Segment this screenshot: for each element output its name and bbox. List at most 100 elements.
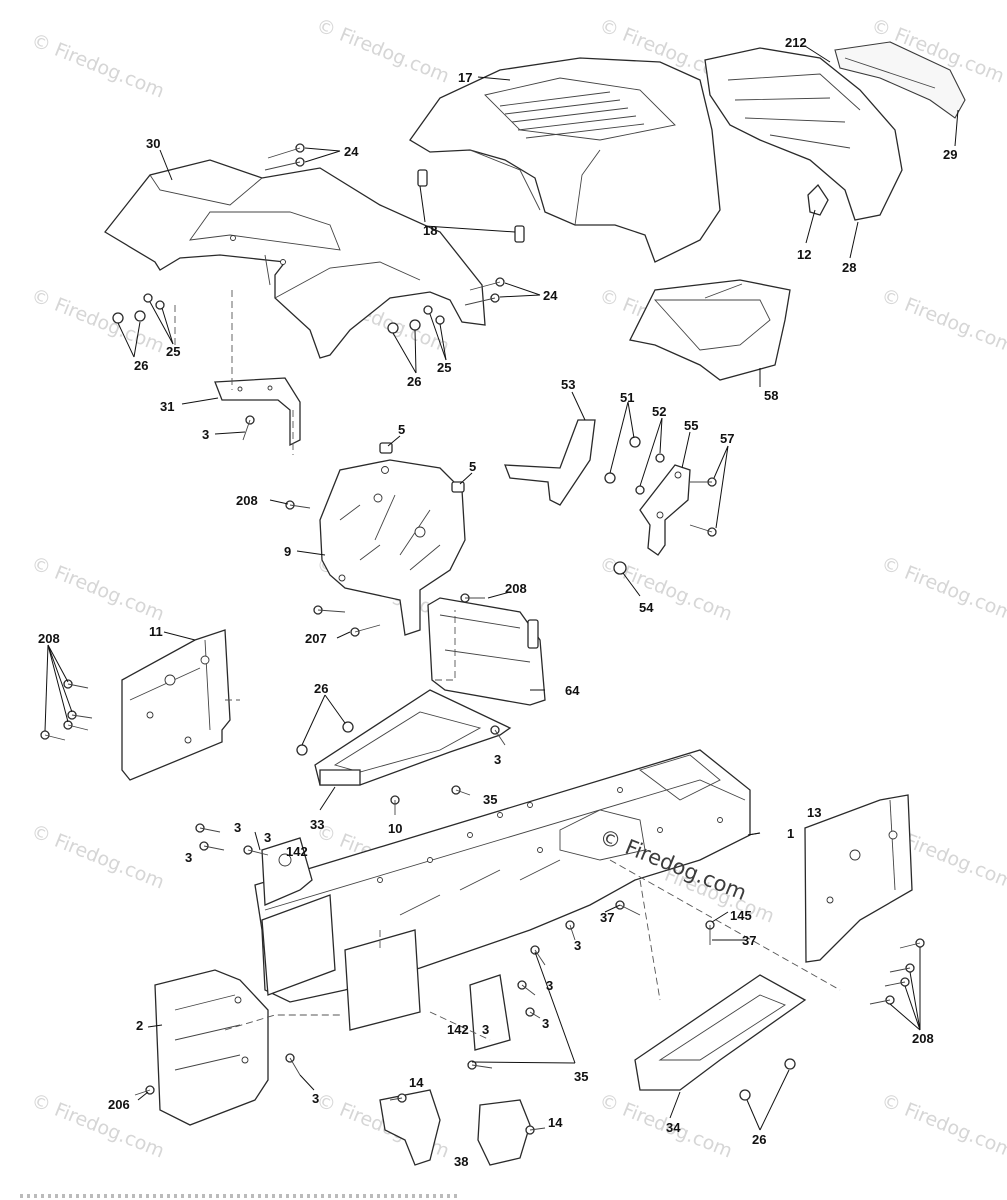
callout-208: 208	[505, 581, 527, 596]
bolt-icon	[242, 415, 255, 441]
bolt-icon	[469, 277, 505, 291]
callout-37: 37	[742, 933, 756, 948]
part-dash-panel	[319, 459, 466, 636]
part-bracket-31	[214, 377, 301, 447]
watermark: © Firedog.com	[28, 1089, 167, 1162]
callout-26: 26	[314, 681, 328, 696]
callout-142: 142	[286, 844, 308, 859]
watermark: © Firedog.com	[28, 29, 167, 102]
callout-55: 55	[684, 418, 698, 433]
part-bracket-38	[379, 1089, 531, 1166]
callout-24: 24	[344, 144, 359, 159]
callout-14: 14	[548, 1115, 563, 1130]
callout-26: 26	[407, 374, 421, 389]
part-footrest-34	[634, 974, 807, 1091]
bolt-icon	[264, 157, 305, 171]
callout-57: 57	[720, 431, 734, 446]
bolt-icon	[285, 500, 311, 510]
watermark: © Firedog.com	[28, 552, 167, 625]
bolt-icon	[199, 841, 225, 851]
bolt-icon	[267, 143, 305, 159]
bolt-icon	[525, 1007, 541, 1019]
bolt-icon	[285, 1053, 301, 1076]
callout-12: 12	[797, 247, 811, 262]
bolt-icon	[689, 524, 717, 537]
watermark: © Firedog.com	[878, 284, 1007, 357]
bolt-icon	[690, 477, 717, 487]
leader-lines	[44, 45, 959, 1131]
callout-14: 14	[409, 1075, 424, 1090]
nut-icon	[613, 561, 627, 575]
bolt-icon	[869, 995, 895, 1005]
callout-208: 208	[912, 1031, 934, 1046]
callout-145: 145	[730, 908, 752, 923]
callout-3: 3	[202, 427, 209, 442]
watermark: © Firedog.com	[313, 14, 452, 87]
callout-3: 3	[234, 820, 241, 835]
callout-208: 208	[236, 493, 258, 508]
bolt-icon	[63, 679, 89, 689]
part-footrest-33	[314, 689, 512, 786]
callout-34: 34	[666, 1120, 681, 1135]
nut-icon	[604, 436, 665, 495]
callout-33: 33	[310, 817, 324, 832]
bolt-icon	[390, 795, 400, 815]
bolt-icon	[451, 785, 471, 796]
part-side-panel-11	[121, 629, 231, 781]
alignment-lines	[174, 290, 841, 1041]
callout-17: 17	[458, 70, 472, 85]
hardware	[40, 143, 925, 1135]
callout-3: 3	[494, 752, 501, 767]
bolt-icon	[389, 1093, 407, 1103]
part-lever-55	[639, 464, 691, 556]
callout-24: 24	[543, 288, 558, 303]
footer-dotted-line	[20, 1194, 460, 1198]
part-grille-assembly	[704, 41, 966, 221]
callout-31: 31	[160, 399, 174, 414]
callout-35: 35	[483, 792, 497, 807]
part-hood-bumper	[514, 225, 525, 243]
part-rear-plate-2	[154, 969, 269, 1126]
bolt-icon	[889, 963, 915, 973]
callout-53: 53	[561, 377, 575, 392]
callout-51: 51	[620, 390, 634, 405]
callout-3: 3	[542, 1016, 549, 1031]
callout-5: 5	[469, 459, 476, 474]
watermark: © Firedog.com	[28, 820, 167, 893]
bolt-icon	[615, 900, 641, 916]
callout-64: 64	[565, 683, 580, 698]
bolt-icon	[705, 920, 715, 945]
bolt-icon	[134, 1085, 155, 1096]
callout-3: 3	[574, 938, 581, 953]
callout-2: 2	[136, 1018, 143, 1033]
callout-26: 26	[752, 1132, 766, 1147]
callout-207: 207	[305, 631, 327, 646]
bolt-icon	[460, 593, 485, 603]
part-bracket-142	[261, 837, 313, 906]
callout-29: 29	[943, 147, 957, 162]
callout-labels: 17 212 30 24 29 18 12 28 24 25 26 25 26 …	[38, 35, 957, 1169]
callout-142: 142	[447, 1022, 469, 1037]
callout-5: 5	[398, 422, 405, 437]
callout-3: 3	[546, 978, 553, 993]
bolt-icon	[565, 920, 576, 941]
bolt-icon	[350, 624, 381, 637]
bolt-icon	[490, 725, 506, 746]
part-console-64	[427, 597, 546, 706]
part-plate-53	[504, 419, 596, 506]
bolt-icon	[884, 977, 910, 987]
callout-28: 28	[842, 260, 856, 275]
callout-3: 3	[185, 850, 192, 865]
callout-54: 54	[639, 600, 654, 615]
callout-3: 3	[482, 1022, 489, 1037]
callout-1: 1	[787, 826, 794, 841]
bolt-icon	[63, 720, 89, 731]
part-hood-bumper	[417, 169, 428, 187]
callout-212: 212	[785, 35, 807, 50]
callout-206: 206	[108, 1097, 130, 1112]
watermark: © Firedog.com	[878, 1089, 1007, 1162]
callout-35: 35	[574, 1069, 588, 1084]
callout-52: 52	[652, 404, 666, 419]
bolt-icon	[525, 1125, 546, 1135]
